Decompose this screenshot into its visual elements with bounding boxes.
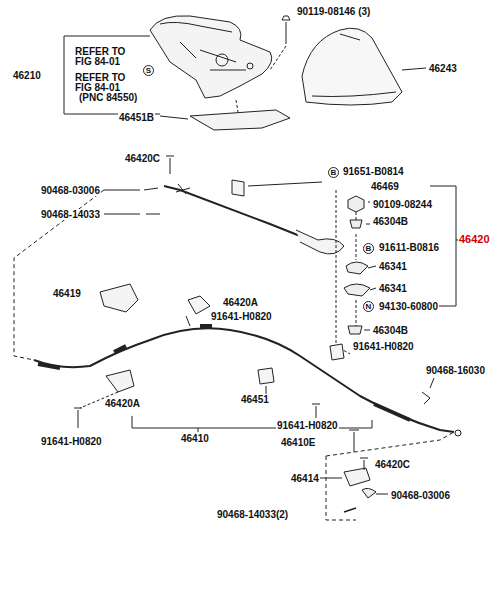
callout-number: 46469 xyxy=(370,181,400,192)
callout-number: 46451B xyxy=(118,112,155,123)
circle-letter-text: S xyxy=(146,67,151,75)
callout-number: 46304B xyxy=(372,216,409,227)
circled-letter: S xyxy=(143,65,154,76)
callout-number: 46420C xyxy=(374,459,411,470)
callout-number: 91641-H0820 xyxy=(210,311,273,322)
callout-number: 46304B xyxy=(372,325,409,336)
callout-number: 90468-16030 xyxy=(425,365,486,376)
callout-number: 91641-H0820 xyxy=(352,341,415,352)
callout-number: 90109-08244 xyxy=(372,199,433,210)
callout-number: 46410 xyxy=(180,433,210,444)
callout-number: 90468-14033 xyxy=(40,209,101,220)
callout-number: 46420 xyxy=(458,234,491,245)
callout-number: 46420A xyxy=(104,398,141,409)
callout-number: FIG 84-01 xyxy=(74,56,121,67)
callout-number: 46419 xyxy=(52,288,82,299)
callout-number: 90468-14033(2) xyxy=(216,509,289,520)
callout-number: 46410E xyxy=(280,437,316,448)
callout-number: 91651-B0814 xyxy=(342,166,405,177)
callout-number: 91641-H0820 xyxy=(40,436,103,447)
circle-letter-text: N xyxy=(366,303,372,311)
callout-number: 46243 xyxy=(428,63,458,74)
circle-letter-text: B xyxy=(366,245,372,253)
callout-number: 90468-03006 xyxy=(390,490,451,501)
circle-letter-text: B xyxy=(331,169,337,177)
callout-number: 46341 xyxy=(378,283,408,294)
callout-number: 90468-03006 xyxy=(40,185,101,196)
callout-number: 94130-60800 xyxy=(378,301,439,312)
circled-letter: B xyxy=(328,167,339,178)
callout-number: 46341 xyxy=(378,261,408,272)
callout-number: (PNC 84550) xyxy=(78,92,138,103)
callout-number: 46420A xyxy=(222,297,259,308)
callout-number: 46414 xyxy=(290,473,320,484)
circled-letter: N xyxy=(363,301,374,312)
callout-number: 46451 xyxy=(240,394,270,405)
callout-number: 91641-H0820 xyxy=(276,420,339,431)
callout-number: 91611-B0816 xyxy=(378,242,440,253)
callout-number: 90119-08146 (3) xyxy=(296,6,371,17)
callout-number: 46420C xyxy=(124,153,161,164)
circled-letter: B xyxy=(363,243,374,254)
callout-number: 46210 xyxy=(12,70,42,81)
